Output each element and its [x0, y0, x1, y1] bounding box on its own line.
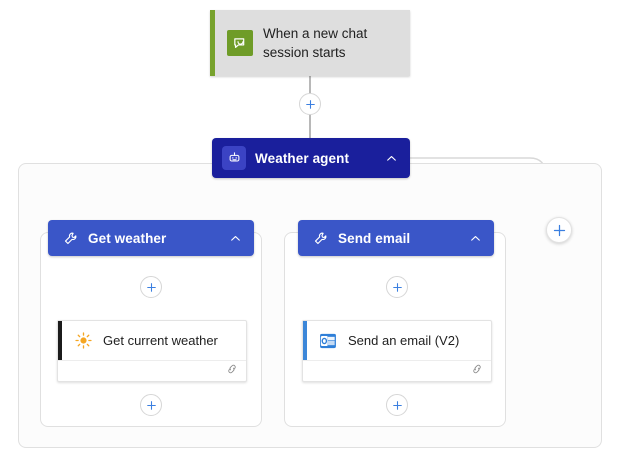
- trigger-node[interactable]: When a new chat session starts: [210, 10, 410, 76]
- card-footer: [303, 360, 491, 381]
- action-card-get-current-weather[interactable]: Get current weather: [57, 320, 247, 382]
- chevron-up-icon[interactable]: [464, 227, 486, 249]
- outlook-icon: [317, 330, 339, 352]
- add-step-in-get-weather-bottom-button[interactable]: [140, 394, 162, 416]
- add-tool-to-agent-button[interactable]: [546, 217, 572, 243]
- agent-label: Weather agent: [255, 150, 350, 166]
- wrench-icon: [310, 228, 330, 248]
- chevron-up-icon[interactable]: [380, 147, 402, 169]
- wrench-icon: [60, 228, 80, 248]
- add-step-in-get-weather-top-button[interactable]: [140, 276, 162, 298]
- tool-node-send-email[interactable]: Send email: [298, 220, 494, 256]
- tool-label: Get weather: [88, 230, 167, 246]
- robot-icon: [222, 146, 246, 170]
- tool-node-get-weather[interactable]: Get weather: [48, 220, 254, 256]
- add-step-in-send-email-bottom-button[interactable]: [386, 394, 408, 416]
- sun-icon: [72, 330, 94, 352]
- action-card-send-an-email[interactable]: Send an email (V2): [302, 320, 492, 382]
- agent-node-weather-agent[interactable]: Weather agent: [212, 138, 410, 178]
- card-accent-bar: [58, 321, 62, 360]
- chevron-up-icon[interactable]: [224, 227, 246, 249]
- chat-bubble-icon: [227, 30, 253, 56]
- add-step-in-send-email-top-button[interactable]: [386, 276, 408, 298]
- tool-label: Send email: [338, 230, 411, 246]
- card-footer: [58, 360, 246, 381]
- card-label: Get current weather: [103, 333, 218, 348]
- trigger-label: When a new chat session starts: [263, 26, 368, 60]
- connection-link-icon[interactable]: [225, 362, 239, 381]
- card-accent-bar: [303, 321, 307, 360]
- card-label: Send an email (V2): [348, 333, 460, 348]
- connection-link-icon[interactable]: [470, 362, 484, 381]
- add-step-after-trigger-button[interactable]: [299, 93, 321, 115]
- trigger-accent-bar: [210, 10, 215, 76]
